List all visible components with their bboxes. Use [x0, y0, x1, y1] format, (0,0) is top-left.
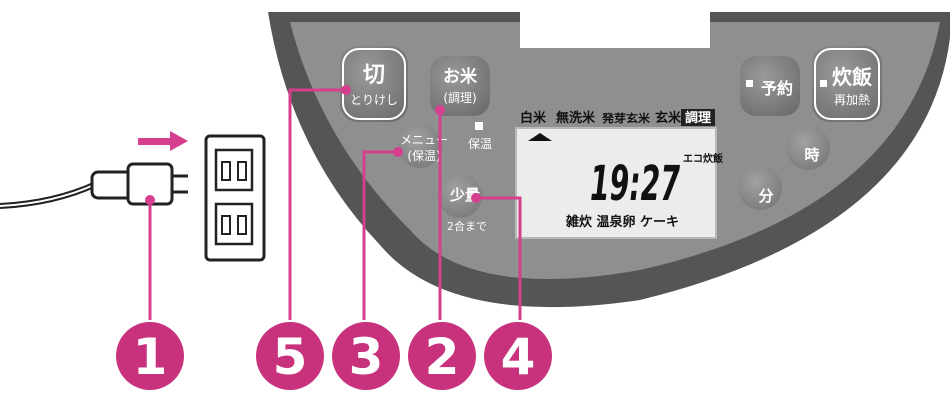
timer-button[interactable]: 予約 [740, 56, 800, 116]
power-plug [0, 162, 188, 209]
rice-type-cook-highlight [681, 109, 715, 126]
callout-leaders [148, 88, 522, 320]
power-cord [0, 181, 98, 209]
keep-warm-indicator: 保温 [468, 122, 492, 151]
rice-type-brown: 玄米 [655, 110, 682, 126]
lcd-selector-arrow-icon [528, 133, 552, 141]
callout-5: 5 [256, 322, 324, 390]
rice-type-labels: 白米 無洗米 発芽玄米 玄米 調理 [520, 109, 715, 126]
panel-top-edge [268, 0, 950, 12]
leader-5 [288, 88, 346, 320]
cancel-button[interactable]: 切 とりけし [340, 46, 408, 122]
cancel-button-label: 切 [363, 63, 385, 88]
minute-button[interactable]: 分 [738, 166, 782, 210]
wall-outlet [204, 134, 266, 262]
lcd-time: 19:27 [590, 156, 680, 212]
callout-1-number: 1 [133, 328, 168, 386]
menu-button-sublabel: (保温) [407, 149, 440, 163]
leader-4 [476, 196, 522, 320]
timer-indicator-square [746, 80, 753, 87]
keep-warm-label: 保温 [468, 137, 492, 151]
lcd-menu-items: 雑炊 温泉卵 ケーキ [565, 214, 679, 230]
callout-1: 1 [116, 322, 184, 390]
small-amount-button[interactable]: 少量 2合まで [438, 174, 487, 233]
callout-4-number: 4 [501, 328, 536, 386]
leader-3 [362, 150, 398, 320]
rice-type-germinated: 発芽玄米 [601, 111, 651, 125]
minute-button-label: 分 [758, 187, 773, 205]
timer-button-label: 予約 [761, 79, 793, 98]
cancel-button-sublabel: とりけし [350, 93, 398, 107]
rice-cook-button[interactable]: お米 (調理) [430, 56, 490, 116]
rice-type-cook: 調理 [685, 110, 711, 126]
small-amount-sublabel: 2合まで [447, 219, 487, 233]
lcd-mode: エコ炊飯 [683, 152, 723, 165]
menu-button-label: メニュー [400, 133, 448, 147]
menu-button[interactable]: メニュー (保温) [398, 124, 448, 168]
cook-button-label: 炊飯 [832, 65, 872, 89]
hour-button[interactable]: 時 [786, 126, 830, 170]
rice-cook-button-label: お米 [443, 66, 478, 87]
rice-type-white: 白米 [520, 110, 547, 126]
rice-type-musenmai: 無洗米 [556, 110, 596, 126]
callout-2: 2 [408, 322, 476, 390]
callout-3-number: 3 [349, 328, 384, 386]
lcd-display: 19:27 エコ炊飯 雑炊 温泉卵 ケーキ [515, 127, 723, 239]
callout-4: 4 [484, 322, 552, 390]
cook-reheat-button[interactable]: 炊飯 再加熱 [812, 46, 882, 122]
callout-5-number: 5 [273, 328, 308, 386]
cook-indicator-square [820, 80, 827, 87]
callout-dots [145, 85, 481, 205]
hour-button-label: 時 [804, 146, 819, 164]
cook-button-sublabel: 再加熱 [834, 93, 870, 107]
callout-3: 3 [332, 322, 400, 390]
callout-2-number: 2 [425, 328, 460, 386]
arrow-right-icon [138, 131, 188, 151]
rice-cook-button-sublabel: (調理) [443, 91, 476, 105]
